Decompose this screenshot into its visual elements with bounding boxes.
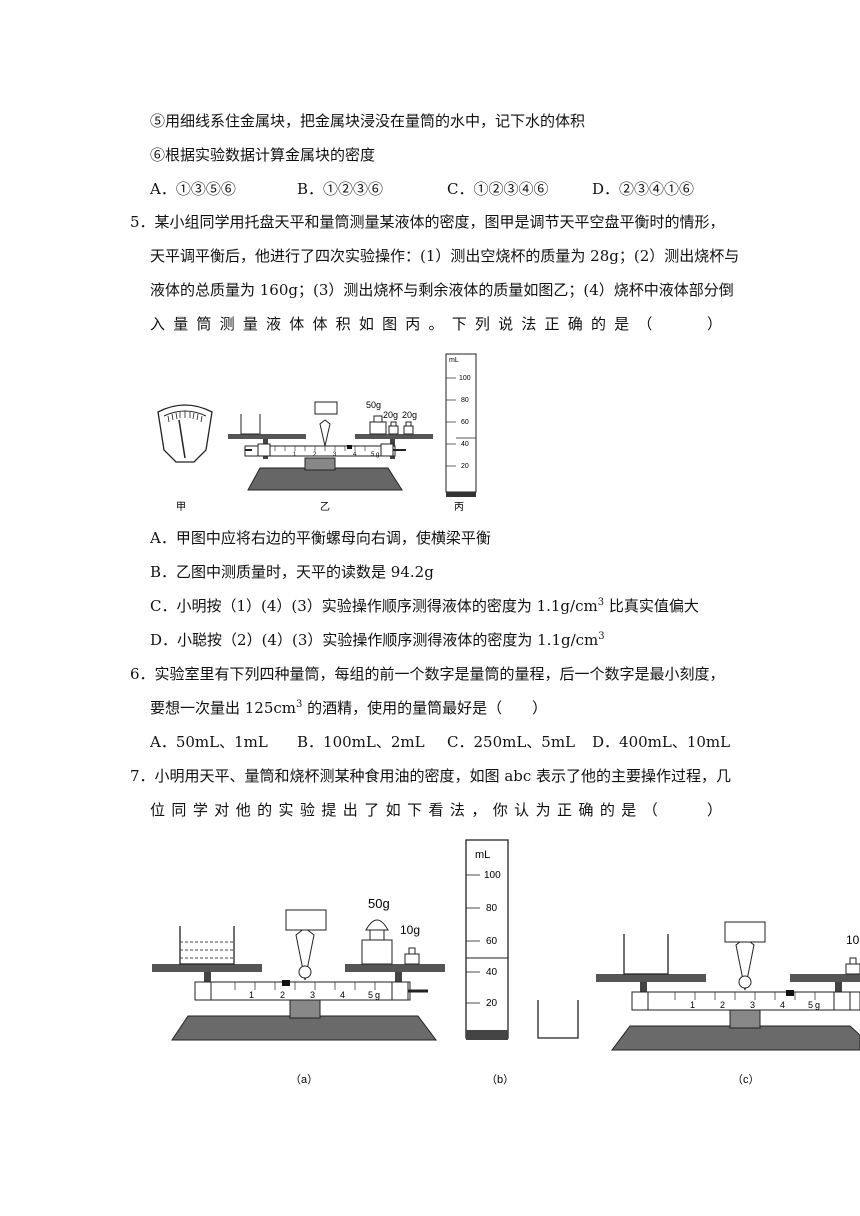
q5-option-d-sup: 3 (598, 631, 605, 642)
q4-option-b: B．①②③⑥ (297, 180, 384, 198)
fig5-weight-20g-b: 20g (402, 410, 417, 420)
fig5-cyl-tick-20: 20 (461, 463, 469, 470)
fig7b-cyl-tick-80: 80 (486, 903, 498, 914)
fig5-weight-50g: 50g (366, 400, 381, 410)
fig7a-scale-num-2: 2 (280, 990, 285, 1000)
fig7c-scale-num-5: 5 (808, 1000, 813, 1010)
fig5-label-jia: 甲 (176, 502, 186, 513)
fig5-cyl-tick-100: 100 (459, 375, 471, 382)
q6-option-a: A．50mL、1mL (150, 733, 268, 751)
fig7-label-a: （a） (290, 1073, 318, 1086)
q6-line-2: 要想一次量出 125cm3 的酒精，使用的量筒最好是（ ） (150, 698, 547, 718)
fig7c-weight-10: 10 (846, 933, 860, 947)
fig7c-scale-num-3: 3 (750, 1000, 755, 1010)
q4-option-c: C．①②③④⑥ (447, 180, 549, 198)
q5-line-3: 液体的总质量为 160g；(3）测出烧杯与剩余液体的质量如图乙；(4）烧杯中液体… (150, 281, 734, 299)
q5-line-2: 天平调平衡后，他进行了四次实验操作：(1）测出空烧杯的质量为 28g；(2）测出… (150, 247, 740, 265)
fig5-scale-num-1: 1 (293, 452, 297, 458)
q6-line-2-text: 要想一次量出 125cm (150, 699, 297, 717)
q5-line-1: 5．某小组同学用托盘天平和量筒测量某液体的密度，图甲是调节天平空盘平衡时的情形， (130, 213, 725, 231)
fig7b-cyl-tick-40: 40 (486, 967, 498, 978)
fig5-weight-20g-a: 20g (383, 410, 398, 420)
fig7a-scale-num-1: 1 (249, 990, 254, 1000)
q6-line-1: 6．实验室里有下列四种量筒，每组的前一个数字是量筒的量程，后一个数字是最小刻度， (130, 665, 725, 683)
q6-option-b: B．100mL、2mL (297, 733, 425, 751)
q5-option-a: A．甲图中应将右边的平衡螺母向右调，使横梁平衡 (150, 529, 491, 547)
step-6-text: ⑥根据实验数据计算金属块的密度 (150, 146, 376, 164)
fig7-label-b: （b） (486, 1073, 514, 1086)
fig5-cyl-tick-80: 80 (461, 397, 469, 404)
fig5-cyl-tick-60: 60 (461, 419, 469, 426)
fig5-scale-dial (157, 404, 213, 463)
fig5-scale-num-2: 2 (313, 452, 317, 458)
q6-line-2-tail: 的酒精，使用的量筒最好是（ ） (302, 699, 548, 717)
fig7c-balance: 1 2 3 4 5 g (596, 921, 860, 1051)
fig7c-scale-unit: g (815, 1000, 820, 1010)
q5-line-4: 入量筒测量液体体积如图丙。下列说法正确的是（ ） (150, 315, 722, 333)
q5-figure: 甲 1 2 3 4 5 g (157, 353, 477, 513)
fig7b-cyl-unit: mL (475, 849, 490, 861)
fig5-scale-num-3: 3 (333, 452, 337, 458)
fig5-balance: 1 2 3 4 5 g (228, 401, 433, 491)
q5-option-d: D．小聪按（2）(4）(3）实验操作顺序测得液体的密度为 1.1g/cm3 (150, 630, 605, 650)
fig7a-weight-10g: 10g (400, 923, 420, 937)
q7-figure: 1 2 3 4 5 g 50g 10g （a） mL (152, 839, 860, 1086)
q5-option-c: C．小明按（1）(4）(3）实验操作顺序测得液体的密度为 1.1g/cm3 比真… (150, 596, 699, 616)
fig7b-cyl-tick-100: 100 (484, 870, 501, 881)
fig5-label-yi: 乙 (320, 501, 330, 513)
fig7a-scale-unit: g (375, 990, 380, 1000)
q6-option-c: C．250mL、5mL (447, 733, 576, 751)
fig7-label-c: （c） (732, 1073, 760, 1086)
fig7a-scale-num-5: 5 (368, 990, 373, 1000)
step-5-text: ⑤用细线系住金属块，把金属块浸没在量筒的水中，记下水的体积 (150, 112, 586, 130)
q6-line-2-sup: 3 (296, 699, 303, 710)
fig7b-cylinder (465, 839, 579, 1040)
q5-option-c-sup: 3 (597, 597, 605, 608)
q7-line-1: 7．小明用天平、量筒和烧杯测某种食用油的密度，如图 abc 表示了他的主要操作过… (130, 767, 732, 785)
q6-option-d: D．400mL、10mL (592, 733, 731, 751)
q5-option-c-text: C．小明按（1）(4）(3）实验操作顺序测得液体的密度为 1.1g/cm (150, 597, 598, 615)
fig5-scale-num-5: 5 (371, 452, 375, 458)
q5-option-d-text: D．小聪按（2）(4）(3）实验操作顺序测得液体的密度为 1.1g/cm (150, 631, 599, 649)
fig5-scale-num-4: 4 (353, 452, 357, 458)
fig7c-scale-num-4: 4 (780, 1000, 785, 1010)
fig5-cyl-unit: mL (449, 357, 459, 364)
fig7a-scale-num-3: 3 (310, 990, 315, 1000)
fig7a-scale-num-4: 4 (340, 990, 345, 1000)
q4-option-a: A．①③⑤⑥ (150, 180, 236, 198)
fig5-cyl-tick-40: 40 (461, 441, 469, 448)
fig7a-balance: 1 2 3 4 5 g (152, 909, 445, 1041)
q7-line-2: 位同学对他的实验提出了如下看法，你认为正确的是（ ） (150, 801, 722, 819)
fig5-label-bing: 丙 (454, 502, 464, 513)
fig5-cylinder (445, 353, 477, 497)
q5-option-c-tail: 比真实值偏大 (604, 597, 699, 615)
fig7b-cyl-tick-60: 60 (486, 936, 498, 947)
q4-option-d: D．②③④①⑥ (592, 180, 695, 198)
fig7a-weight-50g: 50g (368, 896, 390, 911)
fig5-scale-unit: g (376, 452, 379, 458)
fig7b-cyl-tick-20: 20 (486, 998, 498, 1009)
q5-option-b: B．乙图中测质量时，天平的读数是 94.2g (150, 563, 434, 581)
fig7c-scale-num-1: 1 (690, 1000, 695, 1010)
fig7c-scale-num-2: 2 (720, 1000, 725, 1010)
